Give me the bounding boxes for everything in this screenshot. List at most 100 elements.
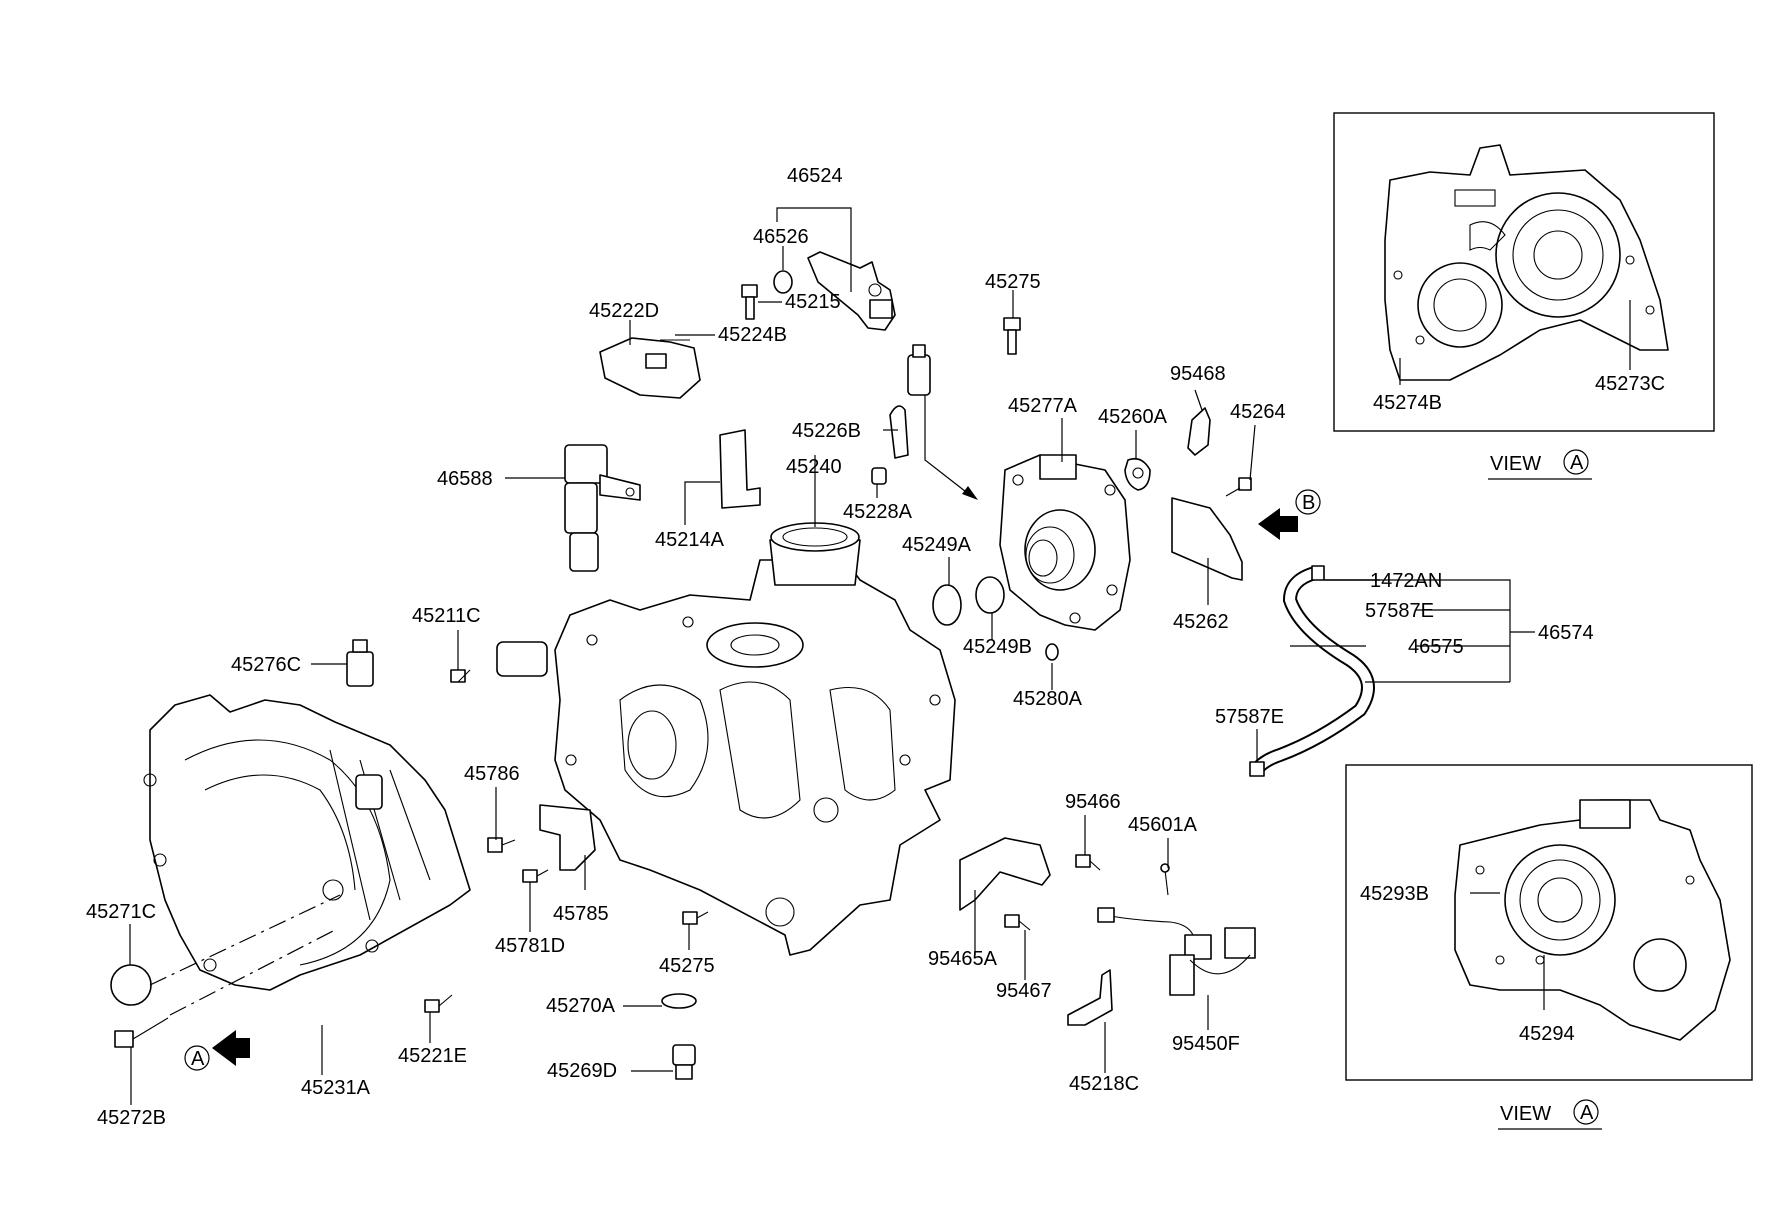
callout-45276c: 45276C <box>231 654 301 676</box>
bolt-45781d-drawing <box>522 869 549 883</box>
bracket-45218c-drawing <box>1067 969 1113 1026</box>
callout-45240: 45240 <box>786 456 842 478</box>
case-cover-drawing <box>999 454 1131 631</box>
callout-45275-top: 45275 <box>985 271 1041 293</box>
callout-labels: 46524 46526 45222D 45224B 45275 45215 45… <box>86 165 1594 1129</box>
callout-45214a: 45214A <box>655 529 725 551</box>
callout-45781d: 45781D <box>495 935 565 957</box>
bolt-45786-drawing <box>487 837 516 853</box>
callout-45277a: 45277A <box>1008 395 1078 417</box>
bolt-45275-top-drawing <box>1003 317 1021 355</box>
main-case-drawing <box>554 522 956 956</box>
transmission-case-drawing <box>143 694 471 991</box>
seal-45249a-drawing <box>932 584 962 626</box>
callout-46524: 46524 <box>787 165 843 187</box>
inset-title-bottom: VIEW <box>1500 1103 1551 1125</box>
view-marker-a-circle <box>184 1045 210 1071</box>
seal-45271c-drawing <box>110 964 152 1006</box>
callout-45275-lower: 45275 <box>659 955 715 977</box>
plate-45262-drawing <box>1171 497 1243 581</box>
inset-view-a-bottom: 45293B 45294 <box>1345 764 1753 1081</box>
callout-45231a: 45231A <box>301 1077 371 1099</box>
callout-45272b: 45272B <box>97 1107 166 1129</box>
callout-45273c: 45273C <box>1595 373 1665 395</box>
bolt-45272b-drawing <box>114 1017 169 1048</box>
bracket-95465a-drawing <box>959 837 1051 911</box>
bolt-95466-drawing <box>1075 854 1101 871</box>
plate-drawing <box>496 641 548 677</box>
callout-46588: 46588 <box>437 468 493 490</box>
callout-95465a: 95465A <box>928 948 998 970</box>
callout-46574: 46574 <box>1538 622 1594 644</box>
plug-45269d-drawing <box>672 1044 696 1080</box>
vent-plug-drawing <box>907 344 931 396</box>
callout-45786: 45786 <box>464 763 520 785</box>
view-arrow-a <box>212 1030 250 1066</box>
callout-95468: 95468 <box>1170 363 1226 385</box>
inset-title-top: VIEW <box>1490 453 1541 475</box>
bolt-45264-drawing <box>1225 477 1252 497</box>
view-arrow-b <box>1258 508 1298 540</box>
inset-marker-circle-bottom <box>1573 1099 1599 1125</box>
bolt-95467-drawing <box>1004 914 1031 931</box>
callout-46575: 46575 <box>1408 636 1464 658</box>
callout-45264: 45264 <box>1230 401 1286 423</box>
callout-45226b: 45226B <box>792 420 861 442</box>
inset-marker-bottom: A <box>1580 1102 1594 1124</box>
callout-45785: 45785 <box>553 903 609 925</box>
callout-45221e: 45221E <box>398 1045 467 1067</box>
bracket-45214a-drawing <box>719 429 761 509</box>
plug-45228a-drawing <box>871 467 887 485</box>
bracket-45785-drawing <box>539 804 596 871</box>
callout-45218c: 45218C <box>1069 1073 1139 1095</box>
view-marker-b: B <box>1302 492 1315 514</box>
washer-45270a-drawing <box>661 993 697 1009</box>
o-ring-45280a-drawing <box>1045 643 1059 661</box>
callout-45294: 45294 <box>1519 1023 1575 1045</box>
callout-45293b: 45293B <box>1360 883 1429 905</box>
seal-45249b-drawing <box>975 576 1005 614</box>
callout-57587e-top: 57587E <box>1365 600 1434 622</box>
inset-marker-circle-top <box>1563 449 1589 475</box>
callout-95467: 95467 <box>996 980 1052 1002</box>
callout-95466: 95466 <box>1065 791 1121 813</box>
view-marker-a: A <box>191 1048 205 1070</box>
clip-95468-drawing <box>1187 407 1211 456</box>
callout-45260a: 45260A <box>1098 406 1168 428</box>
callout-45249b: 45249B <box>963 636 1032 658</box>
callout-45269d: 45269D <box>547 1060 617 1082</box>
callout-45280a: 45280A <box>1013 688 1083 710</box>
callout-45224b: 45224B <box>718 324 787 346</box>
callout-57587e-bottom: 57587E <box>1215 706 1284 728</box>
callout-45228a: 45228A <box>843 501 913 523</box>
callout-45271c: 45271C <box>86 901 156 923</box>
pin-45601a-drawing <box>1160 863 1170 896</box>
callout-46526: 46526 <box>753 226 809 248</box>
bolt-45215-drawing <box>741 284 758 320</box>
inset-view-a-top: 45274B 45273C <box>1333 112 1715 432</box>
gasket-45260a-drawing <box>1124 457 1151 491</box>
hose-fitting-top-drawing <box>1311 565 1325 581</box>
callout-45274b: 45274B <box>1373 392 1442 414</box>
sensor-46588-drawing <box>564 444 641 572</box>
callout-45262: 45262 <box>1173 611 1229 633</box>
cover-45222d-drawing <box>599 337 701 399</box>
callout-45211c: 45211C <box>412 605 481 627</box>
harness-95450f-drawing <box>1097 907 1256 996</box>
callout-95450f: 95450F <box>1172 1033 1240 1055</box>
o-ring-46526-drawing <box>773 270 793 294</box>
callout-45249a: 45249A <box>902 534 972 556</box>
leader-lines <box>129 207 1535 1105</box>
callout-45215: 45215 <box>785 291 841 313</box>
callout-1472an: 1472AN <box>1370 570 1442 592</box>
callout-45222d: 45222D <box>589 300 659 322</box>
bolt-45211c-drawing <box>450 669 471 683</box>
callout-45601a: 45601A <box>1128 814 1198 836</box>
view-marker-b-circle <box>1295 489 1321 515</box>
bolt-45275-lower-drawing <box>682 911 709 925</box>
callout-45270a: 45270A <box>546 995 616 1017</box>
inset-marker-top: A <box>1570 452 1584 474</box>
bolt-45221e-drawing <box>424 994 453 1013</box>
hose-fitting-bottom-drawing <box>1249 761 1265 777</box>
